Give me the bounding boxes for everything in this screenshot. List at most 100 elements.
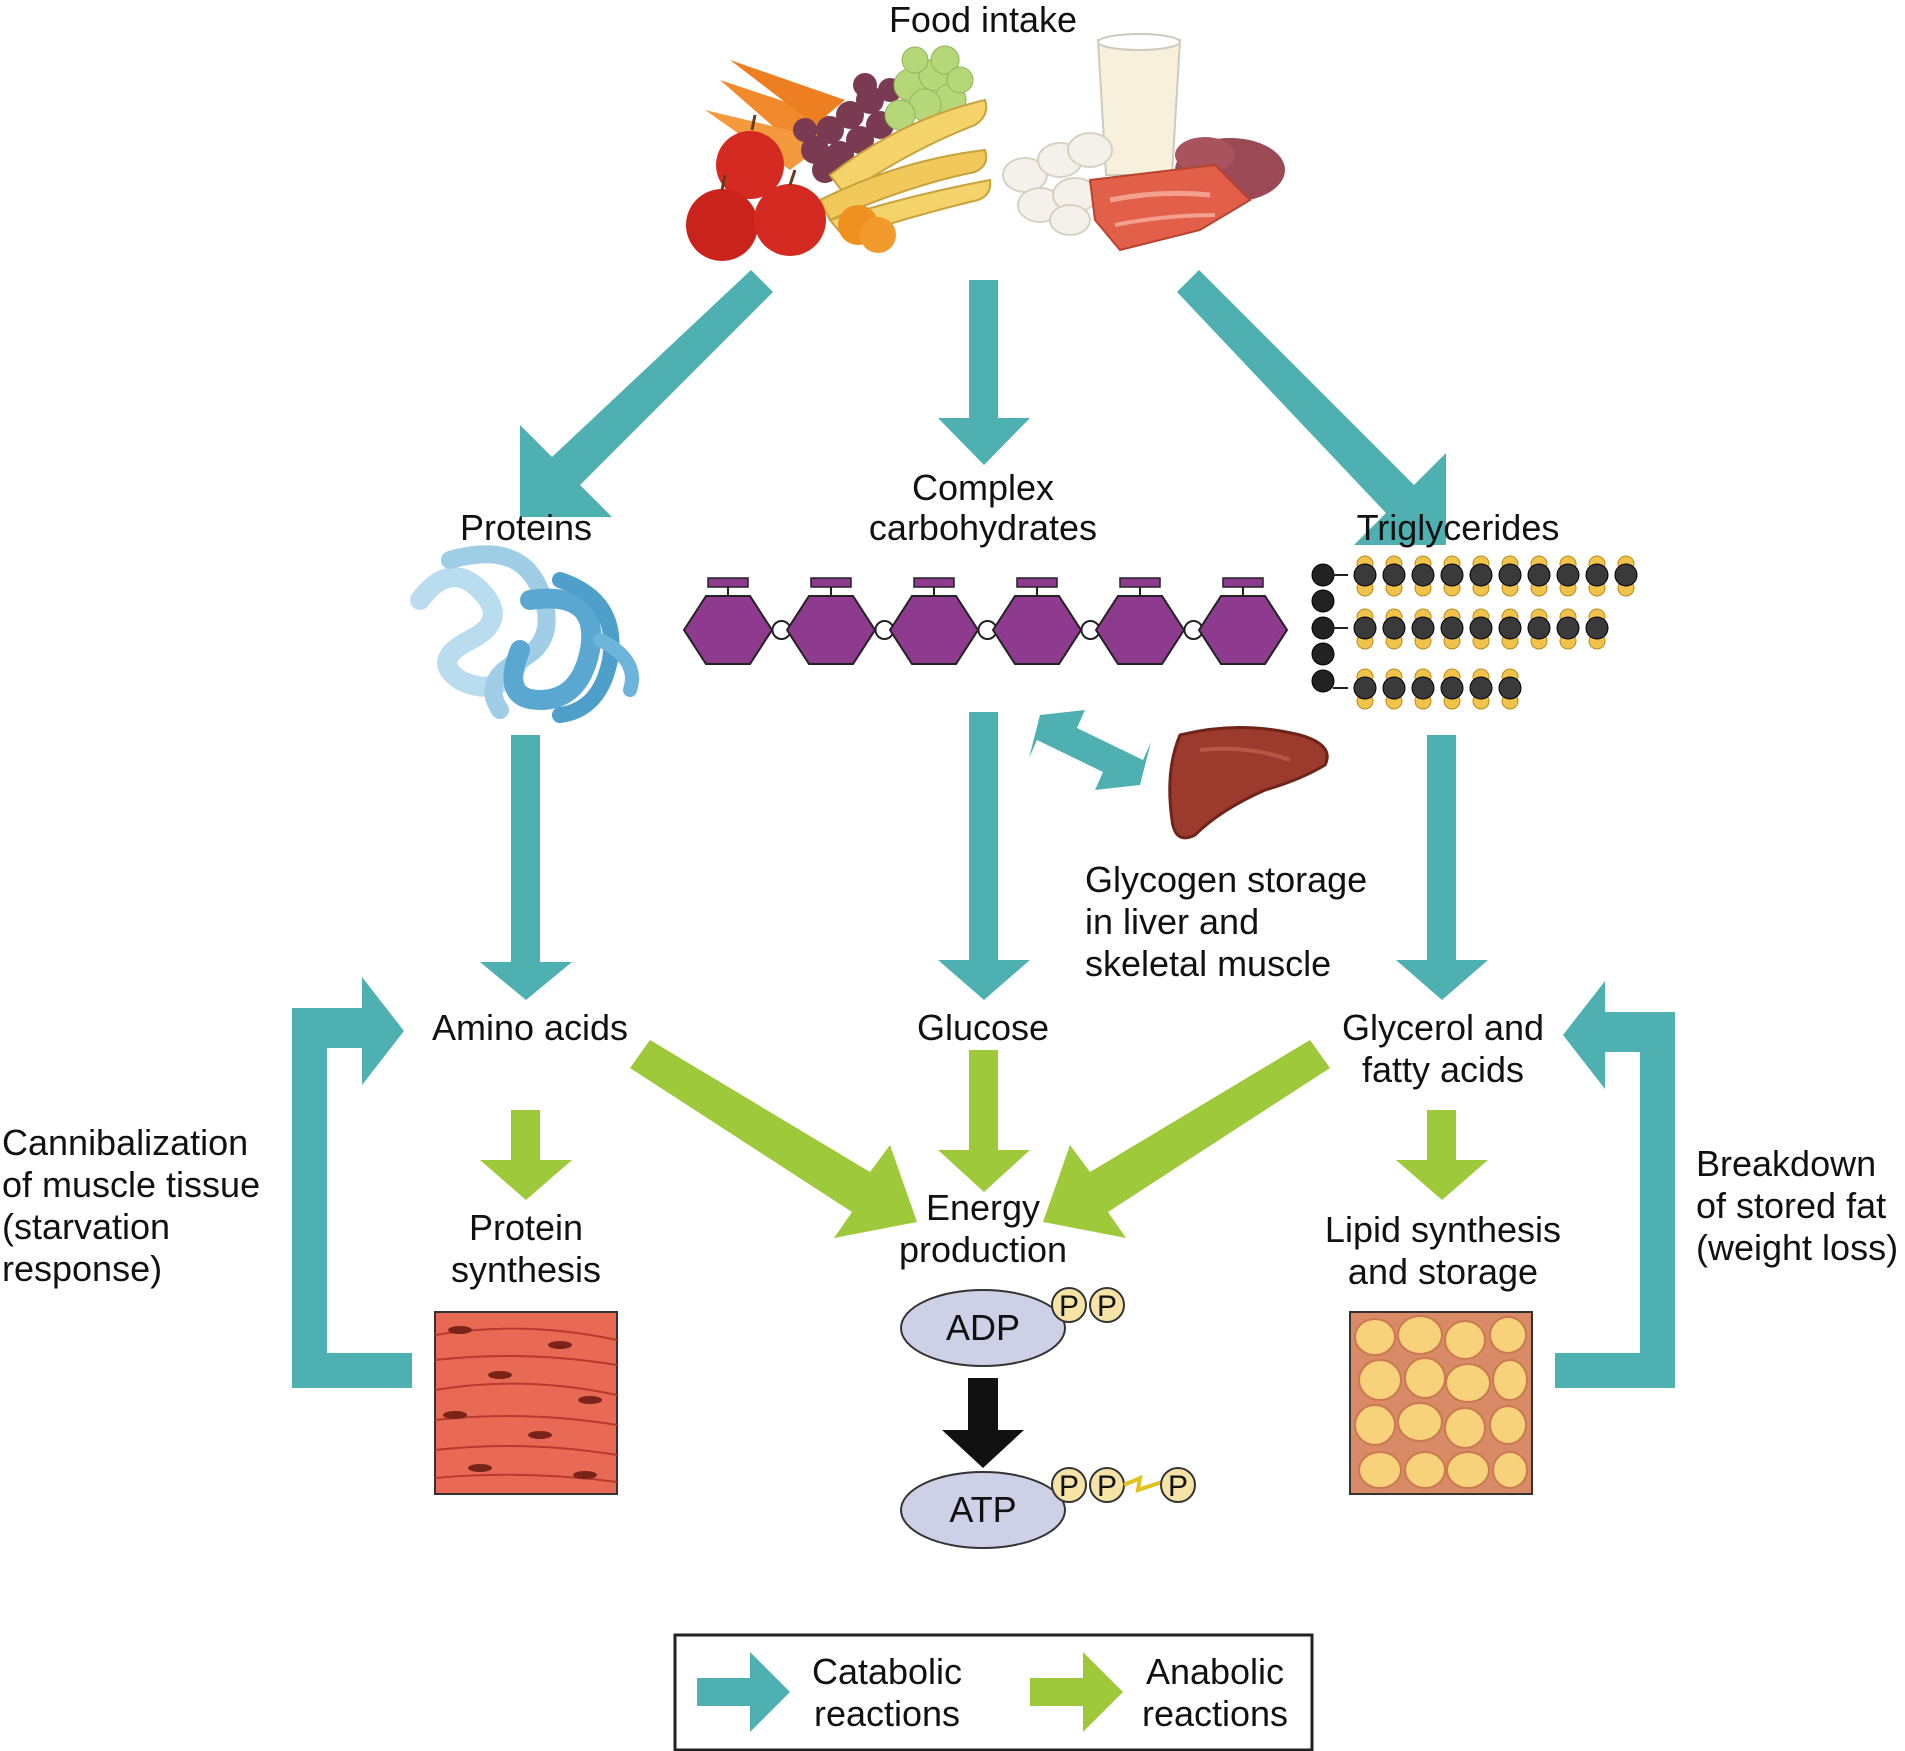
glycogen-label-line1: Glycogen storage (1085, 859, 1367, 900)
protein-synthesis-label-line2: synthesis (451, 1249, 601, 1290)
carbon-atom (1411, 616, 1435, 640)
arrow-glucose-to-energy (938, 1050, 1030, 1192)
liver-icon (1168, 726, 1329, 840)
protein-ribbon-icon (410, 545, 639, 723)
glycogen-label-line3: skeletal muscle (1085, 943, 1331, 984)
carbon-atom (1585, 616, 1609, 640)
cannibalization-label-line2: of muscle tissue (2, 1164, 260, 1205)
cannibalization-label-line3: (starvation (2, 1206, 170, 1247)
phosphate-label: P (1059, 1290, 1079, 1323)
glycogen-label-line2: in liver and (1085, 901, 1259, 942)
arrow-glycerol-to-lipid (1396, 1110, 1488, 1200)
carbon-atom (1614, 563, 1638, 587)
anabolic-arrows (480, 1040, 1488, 1238)
arrow-food-to-triglycerides (1177, 270, 1446, 545)
arrow-trig-to-glycerol (1396, 735, 1488, 1000)
legend-anabolic-arrow-icon (1030, 1652, 1123, 1732)
carbon-atom (1498, 676, 1522, 700)
triglycerides-label: Triglycerides (1357, 507, 1560, 548)
breakdown-label-line1: Breakdown (1696, 1143, 1876, 1184)
carbon-atom (1353, 563, 1377, 587)
glycerol-atom (1311, 669, 1335, 693)
carbon-atom (1469, 676, 1493, 700)
carbon-atom (1411, 563, 1435, 587)
carbon-atom (1353, 676, 1377, 700)
carbon-atom (1440, 563, 1464, 587)
catabolic-arrows (292, 270, 1675, 1388)
carbon-atom (1440, 616, 1464, 640)
glycerol-atom (1311, 642, 1335, 666)
carbon-atom (1527, 616, 1551, 640)
glucose-unit-hexagon (682, 595, 774, 665)
carbon-atom (1382, 616, 1406, 640)
arrow-cannibalization-loop (292, 977, 412, 1388)
orange-icon (838, 205, 896, 253)
legend-catabolic-arrow-icon (697, 1652, 790, 1732)
arrow-glycogen-double (1029, 710, 1151, 790)
complex-carbs-label-line2: carbohydrates (869, 507, 1097, 548)
glucose-unit-cap (1222, 577, 1264, 588)
arrow-food-to-carbs (938, 280, 1030, 465)
breakdown-label-line3: (weight loss) (1696, 1227, 1898, 1268)
protein-synthesis-label-line1: Protein (469, 1207, 583, 1248)
proteins-label: Proteins (460, 507, 592, 548)
legend-anabolic-label-line2: reactions (1142, 1693, 1288, 1734)
arrow-carbs-to-glucose (938, 712, 1030, 1000)
glucose-unit-cap (913, 577, 955, 588)
glycerol-label-line2: fatty acids (1362, 1049, 1524, 1090)
arrow-adp-to-atp (942, 1378, 1024, 1468)
food-illustration (686, 33, 1285, 261)
phosphate-label: P (1097, 1470, 1117, 1503)
glucose-unit-hexagon (785, 595, 877, 665)
cannibalization-label-line4: response) (2, 1248, 162, 1289)
grapes-icon (793, 73, 902, 183)
arrow-breakdown-loop (1555, 981, 1675, 1388)
adp-group: ADP P P (900, 1287, 1125, 1367)
arrow-food-to-proteins (520, 270, 773, 517)
atp-label: ATP (949, 1489, 1016, 1530)
energy-production-label-line1: Energy (926, 1187, 1040, 1228)
arrow-amino-to-energy (630, 1040, 917, 1238)
carbon-atom (1498, 563, 1522, 587)
fat-tissue-icon (1349, 1311, 1533, 1495)
arrow-amino-to-protein-synthesis (480, 1110, 572, 1200)
carbon-atom (1353, 616, 1377, 640)
glucose-unit-cap (1016, 577, 1058, 588)
glucose-unit-cap (810, 577, 852, 588)
arrow-glycerol-to-energy (1043, 1040, 1330, 1238)
carbon-atom (1585, 563, 1609, 587)
glycerol-atom (1311, 616, 1335, 640)
carbon-atom (1469, 616, 1493, 640)
carbon-atom (1556, 616, 1580, 640)
glucose-unit-hexagon (1094, 595, 1186, 665)
glycerol-atom (1311, 563, 1335, 587)
breakdown-label-line2: of stored fat (1696, 1185, 1886, 1226)
phosphate-label: P (1097, 1290, 1117, 1323)
carbon-atom (1556, 563, 1580, 587)
legend: Catabolic reactions Anabolic reactions (673, 1633, 1314, 1751)
carbon-atom (1440, 676, 1464, 700)
bananas-icon (818, 98, 992, 240)
glycerol-atom (1311, 589, 1335, 613)
apples-icon (686, 114, 826, 261)
steak-icon (1088, 163, 1252, 252)
legend-anabolic-label-line1: Anabolic (1146, 1651, 1284, 1692)
amino-acids-label: Amino acids (432, 1007, 628, 1048)
muscle-tissue-icon (434, 1311, 618, 1495)
complex-carbs-label-line1: Complex (912, 467, 1054, 508)
carbon-atom (1411, 676, 1435, 700)
energy-production-label-line2: production (899, 1229, 1067, 1270)
legend-catabolic-label-line1: Catabolic (812, 1651, 962, 1692)
glucose-unit-hexagon (991, 595, 1083, 665)
arrow-proteins-to-amino (480, 735, 572, 1000)
eggs-icon (1002, 132, 1113, 236)
phosphate-label: P (1168, 1470, 1188, 1503)
high-energy-bond-icon (1123, 1474, 1163, 1493)
legend-catabolic-label-line2: reactions (814, 1693, 960, 1734)
lipid-synthesis-label-line2: and storage (1348, 1251, 1538, 1292)
phosphate-label: P (1059, 1470, 1079, 1503)
glycerol-label-line1: Glycerol and (1342, 1007, 1544, 1048)
carbon-atom (1382, 676, 1406, 700)
glucose-unit-cap (1119, 577, 1161, 588)
